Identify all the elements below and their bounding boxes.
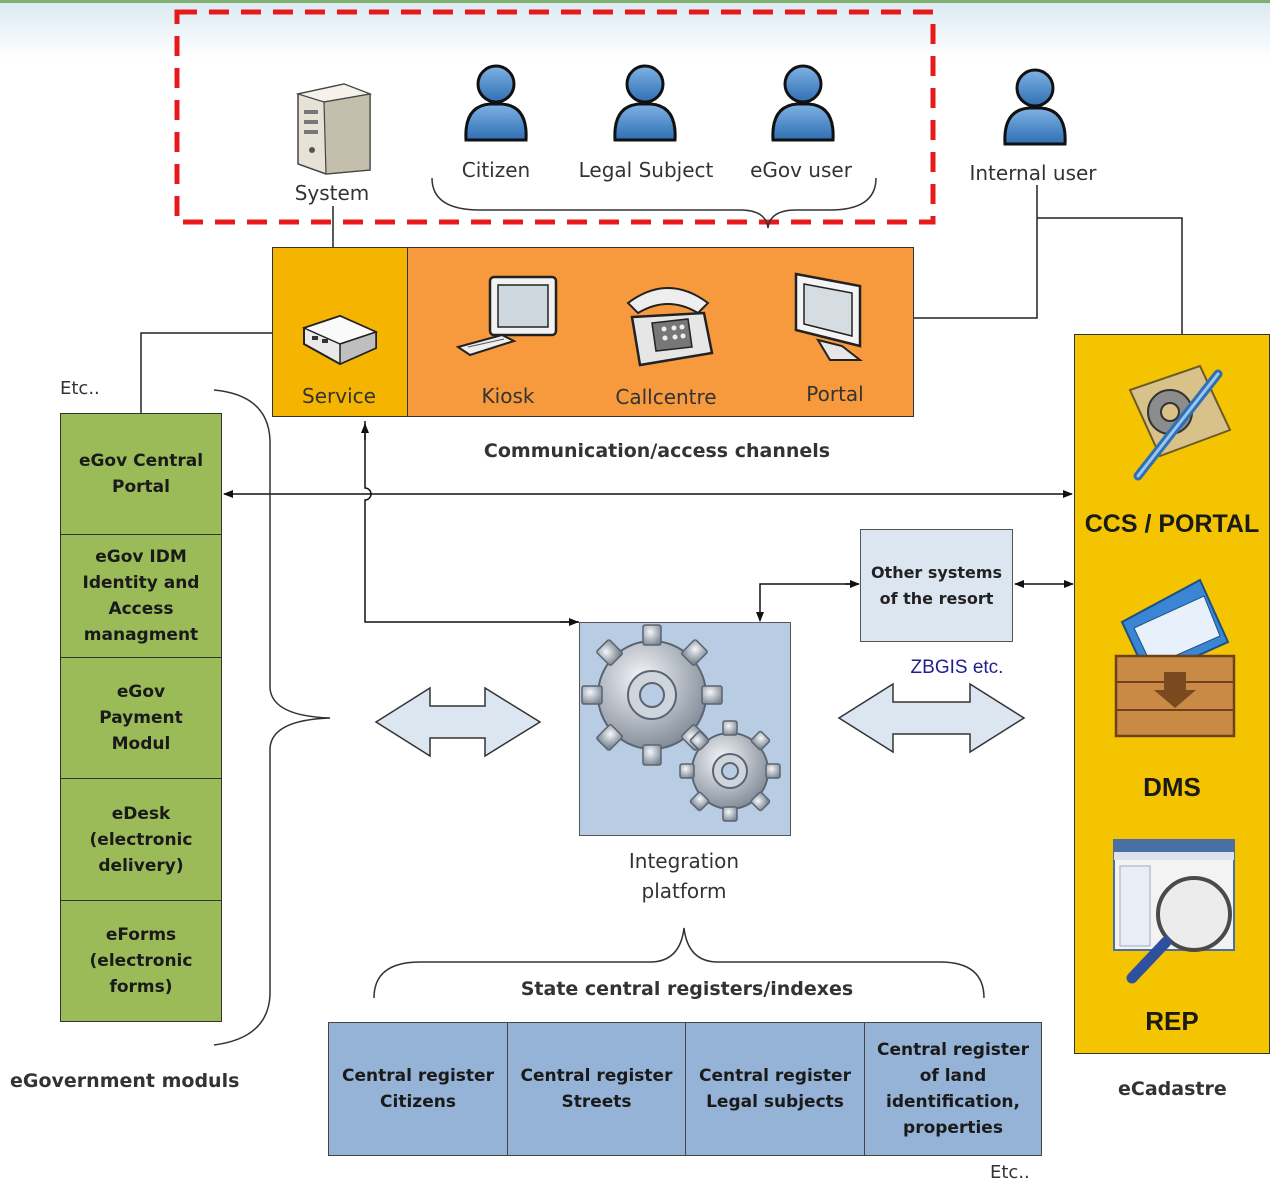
portal-monitor-icon: [794, 272, 863, 361]
channel-portal-label: Portal: [806, 382, 864, 406]
register-streets: Central register Streets: [508, 1023, 686, 1155]
service-device-icon: [301, 314, 379, 366]
actor-internal-user-label: Internal user: [969, 161, 1097, 185]
ccs-tools-icon: [1128, 364, 1232, 481]
registers-caption: State central registers/indexes: [520, 978, 854, 1000]
citizen-person-icon: [464, 64, 528, 142]
integration-platform-label: Integration platform: [628, 849, 740, 903]
module-central-portal: eGov Central Portal: [61, 414, 221, 535]
other-systems-box: Other systems of the resort: [860, 529, 1013, 642]
legal-subject-person-icon: [613, 64, 677, 142]
gears-icon: [581, 624, 781, 822]
rep-label: REP: [1145, 1006, 1199, 1036]
module-edesk: eDesk (electronic delivery): [61, 779, 221, 901]
integration-platform-box: [579, 622, 791, 836]
register-legal-subjects: Central register Legal subjects: [686, 1023, 865, 1155]
egov-user-person-icon: [771, 64, 835, 142]
telephone-icon: [626, 287, 714, 367]
channel-kiosk-label: Kiosk: [481, 384, 535, 408]
actor-citizen-label: Citizen: [461, 158, 531, 182]
egov-brace: [213, 389, 331, 1046]
actor-egov-user-label: eGov user: [750, 158, 852, 182]
module-idm: eGov IDM Identity and Access managment: [61, 535, 221, 658]
service-channel-box: [272, 247, 408, 417]
actor-legal-subject-label: Legal Subject: [578, 158, 714, 182]
module-eforms: eForms (electronic forms): [89, 925, 193, 997]
egov-modules-column: eGov Central Portal eGov IDM Identity an…: [60, 413, 222, 1022]
ecadastre-caption: eCadastre: [1118, 1078, 1227, 1100]
actor-system-label: System: [294, 181, 370, 205]
module-payment: eGov Payment Modul: [61, 658, 221, 779]
actors-brace: [431, 177, 877, 229]
dms-label: DMS: [1143, 772, 1201, 802]
registers-table: Central register Citizens Central regist…: [328, 1022, 1042, 1156]
highlight-frame: [174, 9, 936, 225]
egov-caption: eGovernment moduls: [10, 1070, 240, 1092]
channels-caption: Communication/access channels: [483, 440, 831, 462]
registers-brace: [373, 927, 985, 999]
rep-search-icon: [1113, 839, 1235, 984]
registers-etc-label: Etc..: [990, 1162, 1030, 1183]
server-icon: [295, 83, 373, 175]
kiosk-computer-icon: [455, 275, 558, 357]
zbgis-note: ZBGIS etc.: [910, 657, 1004, 678]
register-citizens: Central register Citizens: [329, 1023, 508, 1155]
internal-user-person-icon: [1003, 68, 1067, 146]
egov-etc-label: Etc..: [60, 378, 100, 399]
channel-callcentre-label: Callcentre: [615, 385, 717, 409]
ccs-portal-label: CCS / PORTAL: [1084, 510, 1260, 538]
channel-service-label: Service: [302, 384, 376, 408]
register-land-properties: Central register of land identification,…: [877, 1040, 1029, 1138]
right-hollow-arrow: [837, 682, 1026, 754]
dms-archive-icon: [1114, 578, 1236, 738]
left-hollow-arrow: [374, 686, 542, 758]
